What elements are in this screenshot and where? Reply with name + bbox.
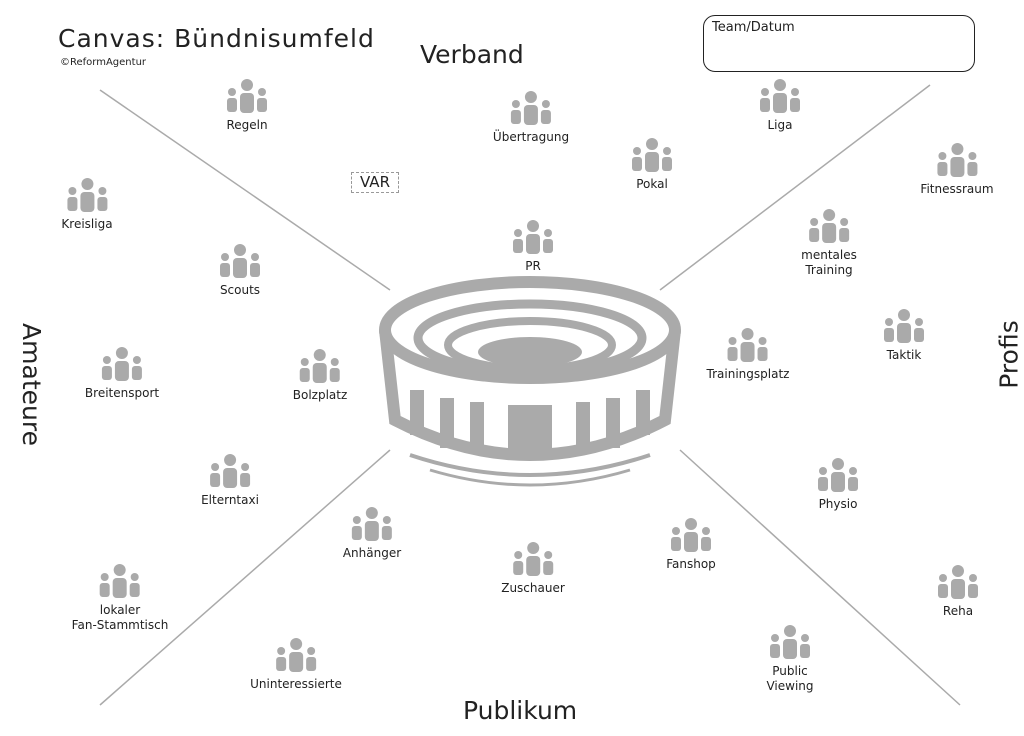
divider-top-right [659,84,931,291]
item-label: Zuschauer [501,581,565,595]
item-label: Taktik [886,348,922,362]
scout-person-icon [220,244,260,278]
item-label: Public Viewing [766,664,814,693]
press-podium-icon [513,220,553,254]
item-label: Breitensport [84,386,160,400]
item-label: Kreisliga [61,217,113,231]
section-amateure: Amateure [16,323,46,446]
item-label: Trainingsplatz [706,367,790,381]
item-label: Bolzplatz [292,388,348,402]
star-trophy-icon [67,178,107,212]
item-label: Übertragung [492,130,570,144]
tactics-board-icon [884,309,924,343]
item-label: Reha [942,604,974,618]
canvas-item: mentales Training [801,206,857,278]
canvas-item: Fitnessraum [920,140,994,197]
family-icon [513,542,553,576]
pub-table-icon [99,564,140,598]
copyright: ©ReformAgentur [60,57,147,68]
canvas-item: Bolzplatz [292,346,348,403]
fitness-icon [937,143,977,177]
item-label: Uninteressierte [250,677,342,691]
kids-football-icon [299,349,340,383]
canvas-item: lokaler Fan-Stammtisch [71,561,169,633]
divider-bottom-left [99,449,391,706]
item-label: VAR [351,172,399,193]
trophy-icon [632,138,672,172]
canvas-item: Public Viewing [765,622,815,694]
canvas-item: Zuschauer [501,539,565,596]
training-goal-icon [727,328,768,362]
section-publikum: Publikum [463,696,578,725]
team-date-field[interactable]: Team/Datum [703,15,975,72]
uninterested-people-icon [276,638,316,672]
page-title: Canvas: Bündnisumfeld [58,24,375,53]
public-screen-icon [770,625,810,659]
item-label: Anhänger [342,546,402,560]
supporters-icon [352,507,392,541]
item-label: lokaler Fan-Stammtisch [71,603,169,632]
item-label: Fanshop [666,557,716,571]
canvas-item: Pokal [627,135,677,192]
satellite-dish-icon [511,91,551,125]
canvas-item: Übertragung [493,88,569,145]
rules-cards-icon [227,79,267,113]
item-label: Fitnessraum [920,182,994,196]
rehab-bed-icon [938,565,978,599]
item-label: Regeln [226,118,268,132]
canvas-item: Elterntaxi [201,451,259,508]
jerseys-shop-icon [671,518,711,552]
team-date-label: Team/Datum [712,20,795,35]
divider-top-left [99,89,391,291]
canvas-item: Physio [813,455,863,512]
massage-icon [818,458,858,492]
canvas-item: Anhänger [343,504,401,561]
canvas-item: Scouts [215,241,265,298]
item-label: PR [525,259,541,273]
divider-bottom-right [679,449,961,706]
section-profis: Profis [994,320,1024,389]
canvas-item: Regeln [222,76,272,133]
item-label: Liga [767,118,793,132]
canvas-item: Breitensport [85,344,159,401]
stadium-small-icon [760,79,800,113]
meditation-icon [809,209,849,243]
car-icon [209,454,250,488]
section-verband: Verband [420,40,524,69]
canvas-item: Liga [755,76,805,133]
item-label: Physio [818,497,858,511]
canvas-item: Fanshop [666,515,716,572]
canvas-item: Taktik [879,306,929,363]
stadium-icon [379,276,681,487]
canvas-item: Reha [933,562,983,619]
item-label: Elterntaxi [201,493,259,507]
gymnastics-icon [101,347,142,381]
canvas-item: Uninteressierte [250,635,342,692]
item-label: Pokal [636,177,668,191]
item-label: Scouts [219,283,261,297]
canvas-item: Trainingsplatz [706,325,790,382]
canvas-item: VAR [351,172,399,193]
canvas-item: Kreisliga [61,175,113,232]
canvas-item: PR [508,217,558,274]
item-label: mentales Training [801,248,857,277]
